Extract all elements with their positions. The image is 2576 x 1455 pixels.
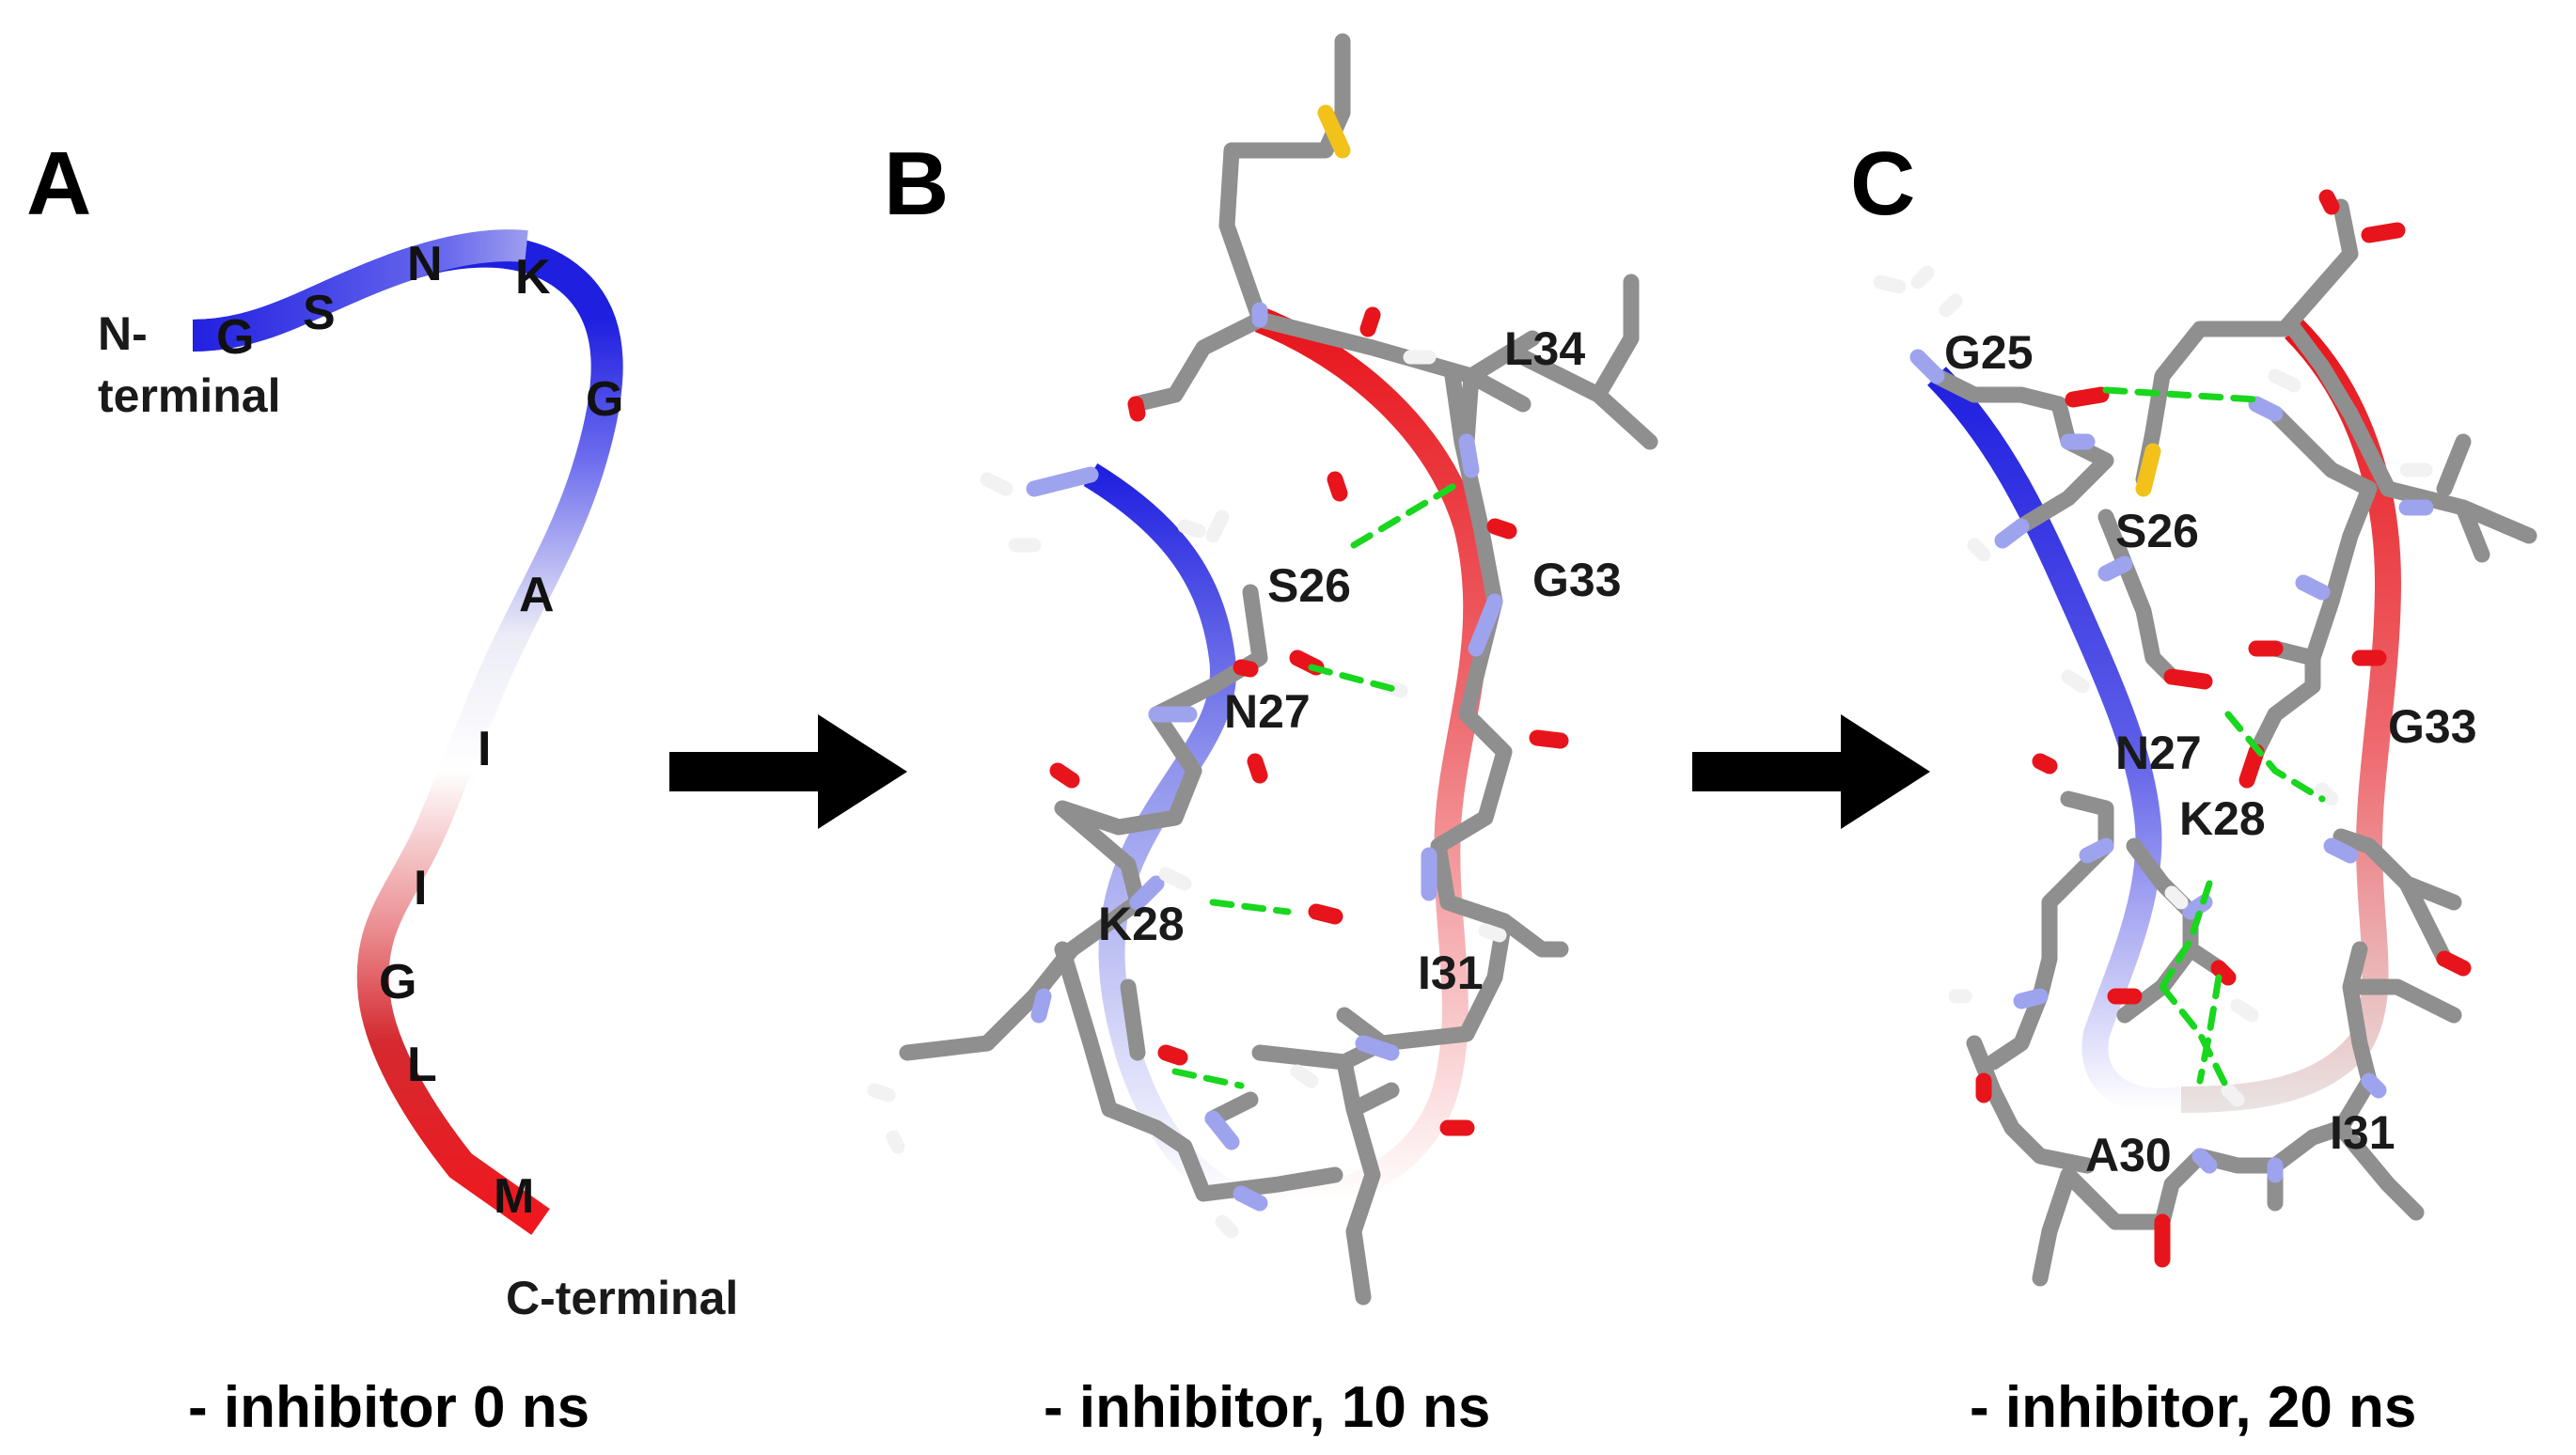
n-terminal-label-line1: N- <box>98 307 148 360</box>
panel-b-label-n27: N27 <box>1224 685 1311 738</box>
panel-b-ribbon-c-strand <box>1249 307 1490 1217</box>
panel-c-label-a30: A30 <box>2085 1129 2172 1181</box>
panel-c-label-n27: N27 <box>2115 727 2202 779</box>
residue-g33: G <box>379 955 416 1009</box>
panel-a-letter: A <box>26 133 91 234</box>
residue-g29: G <box>586 372 623 427</box>
panel-b-letter: B <box>884 133 949 234</box>
panel-b-label-k28: K28 <box>1098 898 1185 950</box>
panel-b: B L34 S26 G33 N27 K28 <box>867 33 1658 1440</box>
arrow-a-to-b <box>669 714 907 829</box>
panel-b-hbond-2 <box>1308 664 1405 695</box>
panel-b-hbond-1 <box>1350 480 1461 549</box>
panel-c-letter: C <box>1850 133 1915 234</box>
panel-a-caption: - inhibitor 0 ns <box>188 1375 589 1440</box>
residue-g25: G <box>216 310 254 365</box>
panel-c-ribbon-n-strand <box>1927 367 2184 1115</box>
residue-s26: S <box>303 286 336 340</box>
panel-b-ribbon-n-strand <box>1083 463 1255 1216</box>
panel-c-label-g25: G25 <box>1944 326 2034 379</box>
panel-b-hbond-4 <box>1171 1068 1245 1089</box>
arrow-b-to-c <box>1692 714 1930 829</box>
panel-b-label-s26: S26 <box>1267 559 1351 612</box>
panel-c-hbond-2 <box>2224 711 2326 803</box>
panel-b-label-g33: G33 <box>1532 554 1622 606</box>
panel-c-hbond-1 <box>2102 386 2260 403</box>
residue-n27: N <box>407 237 443 291</box>
panel-c-hbond-3 <box>2159 880 2213 991</box>
panel-c-label-s26: S26 <box>2115 505 2199 557</box>
c-terminal-label: C-terminal <box>506 1272 738 1324</box>
residue-k28: K <box>515 250 551 305</box>
residue-a30: A <box>519 568 555 622</box>
n-terminal-label-line2: terminal <box>98 369 281 422</box>
panel-b-caption: - inhibitor, 10 ns <box>1044 1375 1490 1440</box>
panel-c-sticks <box>1873 189 2537 1287</box>
panel-b-label-i31: I31 <box>1418 947 1484 999</box>
panel-c-label-g33: G33 <box>2388 700 2477 753</box>
panel-c-hbond-5 <box>2196 974 2223 1085</box>
panel-c-label-k28: K28 <box>2179 792 2266 845</box>
panel-b-label-l34: L34 <box>1504 322 1585 375</box>
panel-a: A G S N K G A I I G L M N- terminal C-te… <box>26 133 738 1440</box>
panel-b-hbond-3 <box>1209 899 1292 915</box>
panel-a-n-terminal-segment <box>192 229 528 352</box>
residue-l34: L <box>407 1038 437 1092</box>
panel-b-sticks <box>867 33 1658 1306</box>
panel-c-hbond-4 <box>2159 983 2232 1094</box>
panel-c: C <box>1850 133 2537 1440</box>
panel-c-caption: - inhibitor, 20 ns <box>1970 1375 2416 1440</box>
residue-m35: M <box>494 1169 534 1224</box>
panel-c-label-i31: I31 <box>2330 1106 2395 1159</box>
residue-i31: I <box>478 722 491 776</box>
residue-i32: I <box>414 861 427 915</box>
